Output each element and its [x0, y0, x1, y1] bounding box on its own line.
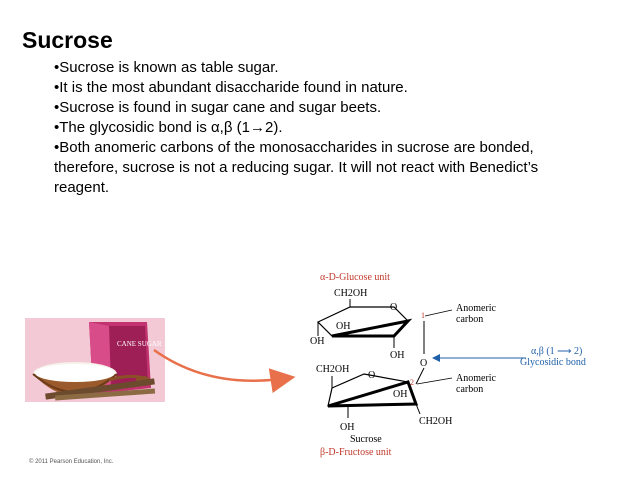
bullet-item: •Both anomeric carbons of the monosaccha… — [54, 139, 539, 196]
anomeric-carbon-label-2b: carbon — [456, 384, 483, 395]
oh-label-1: OH — [336, 321, 350, 332]
cane-sugar-photo: CANE SUGAR — [25, 318, 165, 402]
ch2oh-left-label: CH2OH — [316, 364, 349, 375]
ring-oxygen-1: O — [390, 302, 397, 313]
oh-label-3: OH — [390, 350, 404, 361]
anomeric-carbon-label-1b: carbon — [456, 314, 483, 325]
bullet-item: •The glycosidic bond is α,β (1→2). — [54, 119, 283, 136]
box-brand: CANE SUGAR — [117, 340, 162, 348]
carbon-number-2: 2 — [410, 378, 414, 387]
sucrose-structure-diagram: α-D-Glucose unit CH2OH O 1 OH OH OH O An… — [310, 272, 586, 458]
ch2oh-top-label: CH2OH — [334, 288, 367, 299]
bullet-item: •It is the most abundant disaccharide fo… — [54, 79, 408, 96]
carbon-number-1: 1 — [421, 311, 425, 320]
bullet-marker: • — [54, 139, 60, 156]
oh-label-4: OH — [393, 389, 407, 400]
title-glucose: α-D-Glucose unit — [320, 272, 390, 283]
bullet-item: •Sucrose is known as table sugar. — [54, 59, 279, 76]
glycosidic-bond-label: Glycosidic bond — [520, 357, 586, 368]
anomeric-carbon-label-2: Anomeric — [456, 373, 497, 384]
fructose-unit-label: β-D-Fructose unit — [320, 447, 392, 458]
glycosidic-oxygen: O — [420, 358, 427, 369]
anomeric-carbon-label-1: Anomeric — [456, 303, 497, 314]
sucrose-caption: Sucrose — [350, 434, 382, 445]
slide-title: Sucrose — [22, 27, 113, 53]
bullet-list: •Sucrose is known as table sugar. •It is… — [54, 58, 574, 198]
copyright-text: © 2011 Pearson Education, Inc. — [29, 459, 114, 465]
bullet-marker: • — [54, 119, 60, 136]
bullet-item: •Sucrose is found in sugar cane and suga… — [54, 99, 382, 116]
bullet-marker: • — [54, 79, 60, 96]
oh-label-2: OH — [310, 336, 324, 347]
oh-label-5: OH — [340, 422, 354, 433]
pointer-arrow — [153, 348, 296, 394]
bullet-marker: • — [54, 59, 60, 76]
svg-text:α-D-Glucose unit: α-D-Glucose unit — [320, 272, 390, 283]
ch2oh-right-label: CH2OH — [419, 416, 452, 427]
bullet-marker: • — [54, 99, 60, 116]
ring-oxygen-2: O — [368, 370, 375, 381]
bond-type-label: α,β (1 ⟶ 2) — [531, 346, 582, 357]
